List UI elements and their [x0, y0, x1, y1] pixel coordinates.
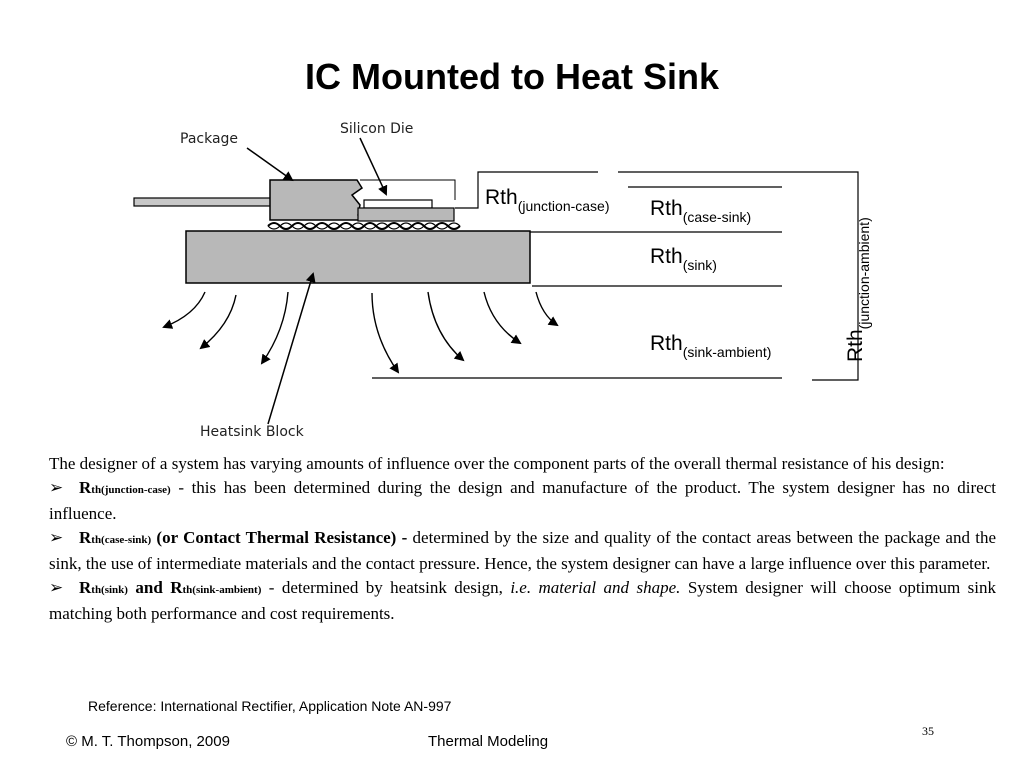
die-outline	[360, 179, 456, 200]
bullet-arrow-icon: ➢	[49, 577, 64, 597]
junction-ambient-bracket	[618, 171, 859, 381]
package-body	[269, 179, 368, 221]
heatsink-block	[185, 230, 531, 284]
rth-sink-ambient-label: Rth(sink-ambient)	[650, 332, 771, 360]
bullet-arrow-icon: ➢	[49, 527, 64, 547]
footer-title: Thermal Modeling	[428, 733, 549, 750]
package-pointer-arrow	[246, 147, 294, 182]
package-label: Package	[180, 131, 238, 147]
slide-title: IC Mounted to Heat Sink	[305, 56, 719, 97]
heat-arrow	[483, 291, 522, 345]
bullet-case-sink: ➢Rth(case-sink) (or Contact Thermal Resi…	[49, 527, 996, 574]
die-attach	[357, 207, 455, 222]
bullet-sink: ➢Rth(sink) and Rth(sink-ambient) - deter…	[49, 577, 996, 624]
heat-flow-arrows	[162, 291, 559, 374]
heat-arrow	[535, 291, 559, 327]
silicon-die	[363, 199, 433, 209]
bullet-junction-case: ➢Rth(junction-case) - this has been dete…	[49, 477, 996, 524]
heat-arrow	[162, 291, 206, 329]
footer-copyright: © M. T. Thompson, 2009	[66, 733, 230, 750]
thermal-interface-lower	[267, 222, 461, 230]
body-text: The designer of a system has varying amo…	[49, 452, 996, 626]
silicon-die-pointer-arrow	[359, 137, 388, 196]
bullet-arrow-icon: ➢	[49, 477, 64, 497]
heat-sink-diagram: Package Silicon Die Heatsink Block Rth(j…	[133, 121, 872, 440]
intro-paragraph: The designer of a system has varying amo…	[49, 454, 945, 473]
junction-case-bracket	[455, 171, 598, 209]
rth-junction-ambient-label: Rth(junction-ambient)	[844, 217, 872, 362]
heat-arrow	[371, 292, 400, 374]
heat-arrow	[427, 291, 465, 362]
rth-boundaries	[372, 171, 859, 381]
heatsink-pointer-arrow	[267, 272, 316, 425]
heat-arrow	[199, 294, 237, 350]
page-number: 35	[922, 724, 934, 738]
silicon-die-label: Silicon Die	[340, 121, 413, 137]
reference-note: Reference: International Rectifier, Appl…	[88, 698, 452, 714]
rth-sink-label: Rth(sink)	[650, 245, 717, 273]
heat-arrow	[260, 291, 289, 365]
heatsink-block-label: Heatsink Block	[200, 424, 305, 440]
rth-junction-case-label: Rth(junction-case)	[485, 186, 610, 214]
package-lead	[133, 197, 273, 207]
rth-case-sink-label: Rth(case-sink)	[650, 197, 751, 225]
